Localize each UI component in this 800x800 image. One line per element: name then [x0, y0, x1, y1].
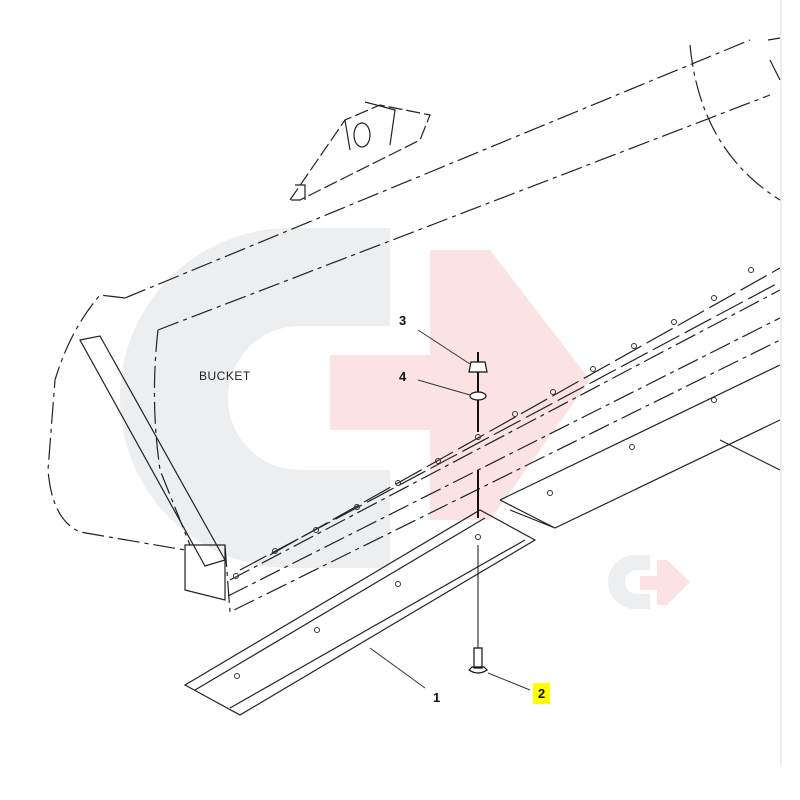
watermark-logo	[120, 228, 590, 568]
callout-2-highlighted[interactable]: 2	[533, 683, 551, 704]
callout-4[interactable]: 4	[399, 369, 407, 384]
callout-3[interactable]: 3	[399, 313, 407, 328]
washer-icon	[469, 391, 487, 401]
bolt-icon	[468, 647, 488, 674]
leader-lines	[369, 329, 531, 691]
bolt-assembly	[468, 352, 488, 674]
callout-1[interactable]: 1	[433, 690, 441, 705]
bucket-label: BUCKET	[199, 369, 251, 383]
watermark-logo-small	[608, 555, 690, 609]
bolt-holes	[233, 267, 754, 679]
cutting-edge-blade	[183, 509, 537, 716]
nut-icon	[468, 361, 488, 373]
